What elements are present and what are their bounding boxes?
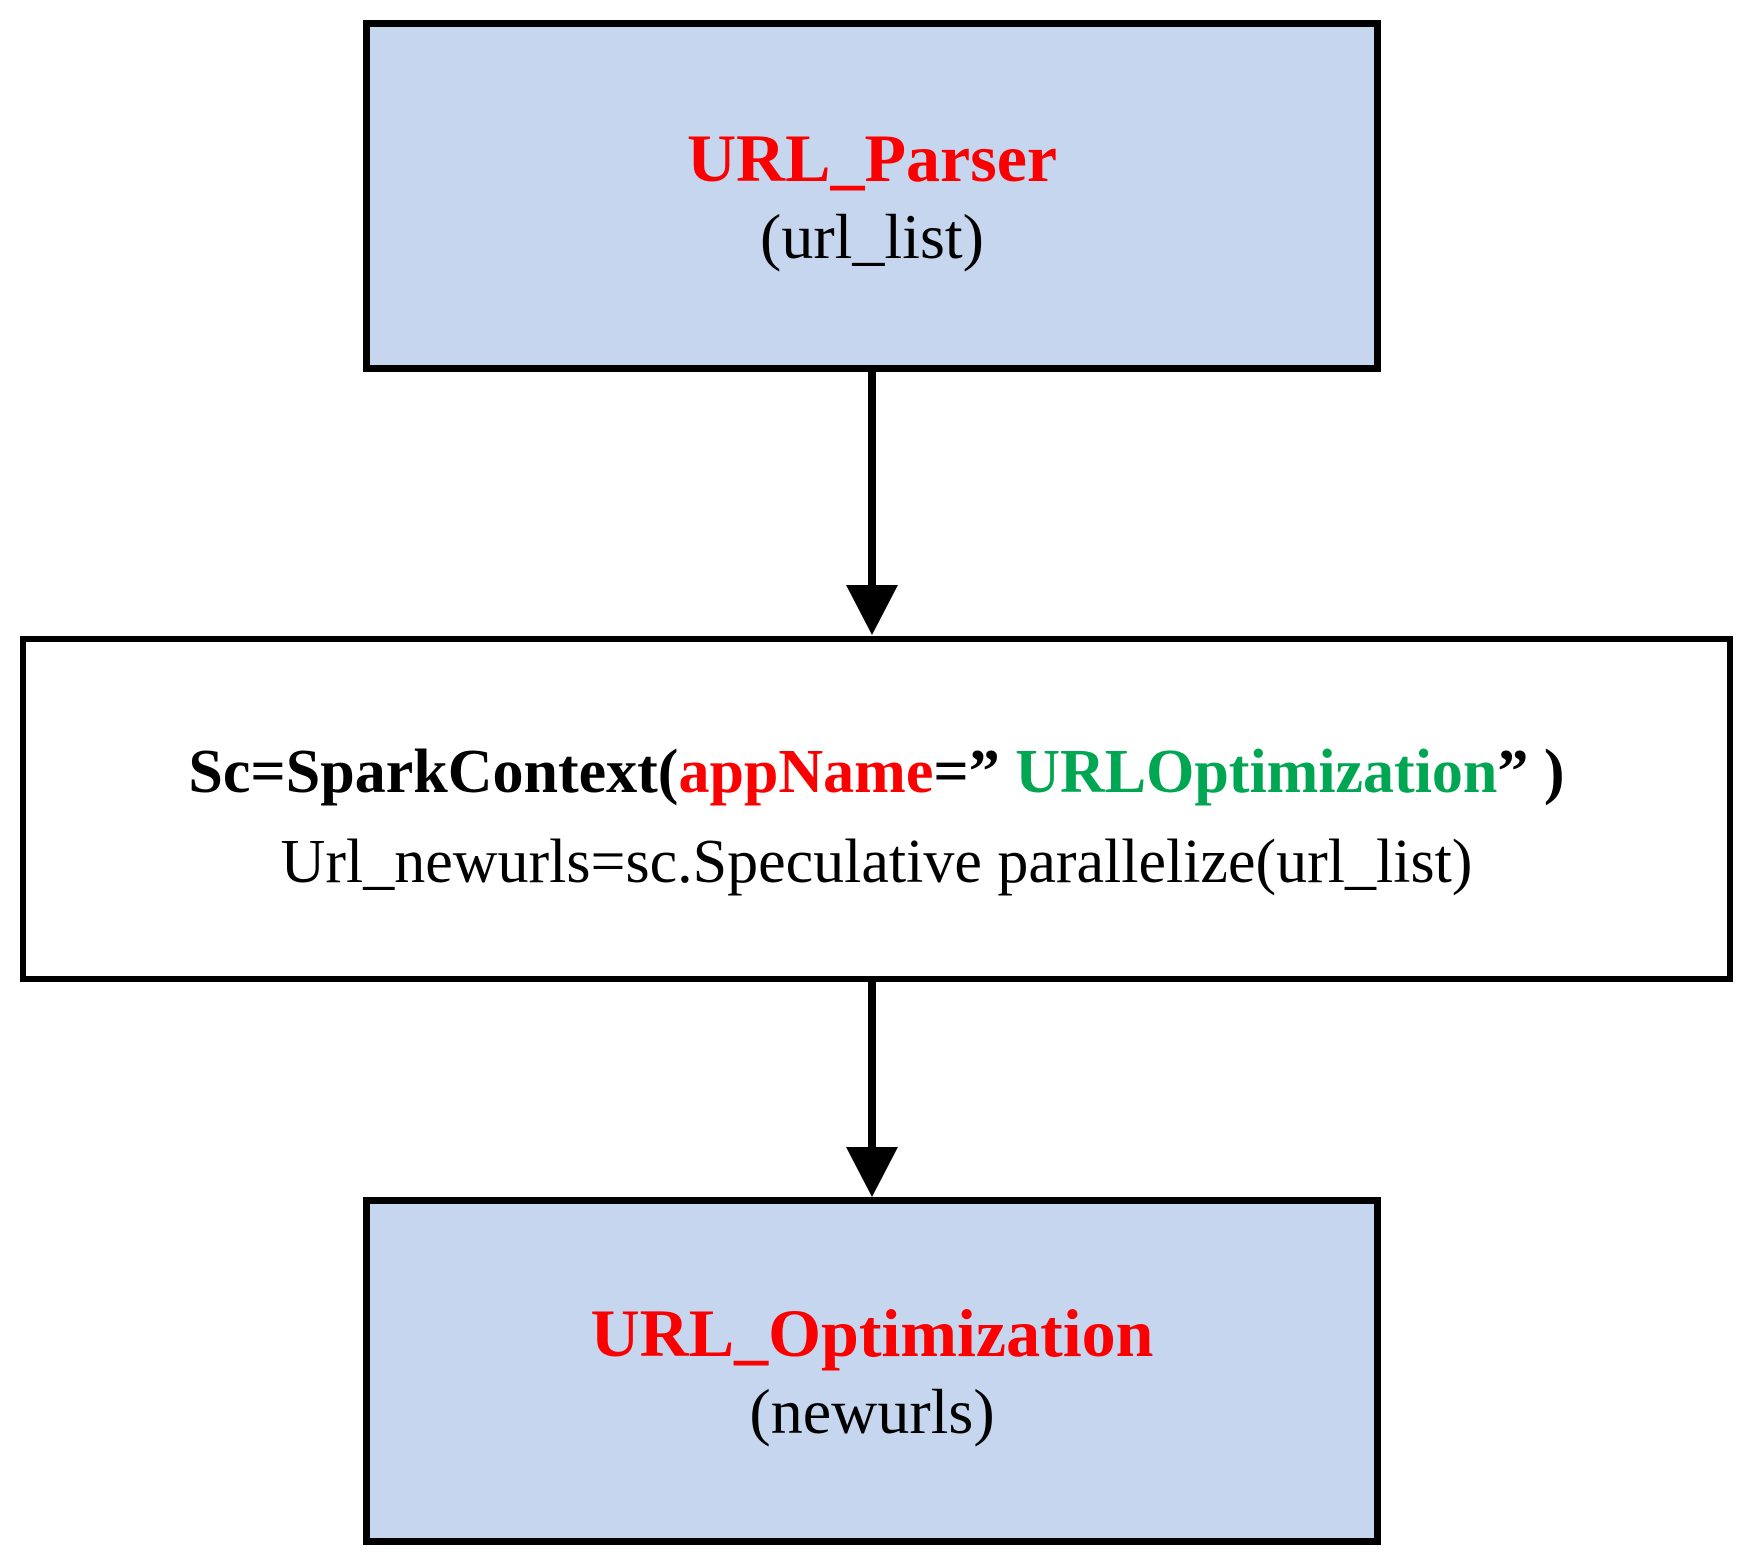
code-segment-sparkcontext: Sc=SparkContext( (188, 738, 679, 807)
spark-context-code-line-2: Url_newurls=sc.Speculative parallelize(u… (280, 828, 1473, 896)
url-optimization-box-subtitle: (newurls) (749, 1376, 995, 1447)
url-optimization-box-title: URL_Optimization (590, 1295, 1154, 1372)
code-segment-open-quote: ” (968, 738, 1000, 807)
url-parser-box-subtitle: (url_list) (760, 201, 984, 272)
spark-context-box: Sc=SparkContext(appName=” URLOptimizatio… (20, 636, 1733, 982)
flow-arrow-1-line (868, 372, 876, 587)
spark-context-code-line-1: Sc=SparkContext(appName=” URLOptimizatio… (188, 728, 1564, 818)
url-parser-box-title: URL_Parser (686, 120, 1058, 197)
code-segment-urloptimization: URLOptimization (999, 738, 1498, 807)
code-segment-close-quote: ” (1497, 738, 1529, 807)
url-optimization-box: URL_Optimization (newurls) (363, 1197, 1381, 1545)
code-segment-close-paren: ) (1528, 738, 1565, 807)
code-segment-equals: = (933, 738, 969, 807)
url-parser-box: URL_Parser (url_list) (363, 20, 1381, 372)
code-segment-appname: appName (678, 738, 934, 807)
flow-arrow-2-head-icon (846, 1147, 898, 1197)
flow-arrow-1-head-icon (846, 585, 898, 635)
flow-arrow-2-line (868, 982, 876, 1149)
